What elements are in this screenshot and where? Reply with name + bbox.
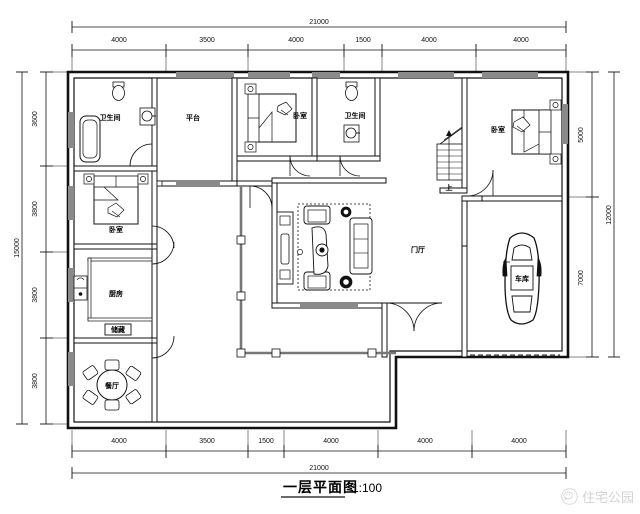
dim-left-seg-4: 3800 [32,373,39,389]
room-label-bedroom-w: 卧室 [109,225,123,234]
dim-left-seg-2: 3800 [32,201,39,217]
glass-partition [236,186,396,358]
stair-direction-label: 上 [446,183,453,192]
room-label-entry-hall: 门厅 [411,245,425,254]
door-kitchen [151,241,175,265]
room-label-bathroom-nw: 卫生间 [100,113,121,122]
bed-furniture-n [244,83,297,153]
room-kitchen: 厨房 储藏 [73,241,175,344]
room-platform: 平台 [156,77,238,187]
bed-furniture-ne [511,99,562,165]
room-label-platform: 平台 [186,113,200,122]
dim-right-seg-2: 7000 [578,270,585,286]
dim-top-seg-1: 4000 [111,37,127,44]
room-label-pantry: 储藏 [110,325,125,334]
washbasin-fixture [139,107,156,126]
dimension-chain-right: 5000 7000 12000 [568,71,620,358]
room-dining: 餐厅 [82,335,175,423]
watermark-label: 住宅公园 [581,491,634,506]
dim-bottom-seg-5: 4000 [417,438,433,445]
building-outline [66,70,570,430]
wechat-icon [561,488,578,505]
exterior-windows [68,72,568,386]
toilet-fixture-n [345,81,358,101]
dim-left-seg-1: 3600 [32,111,39,127]
washbasin-fixture-n [343,124,360,143]
dim-right-total: 12000 [606,205,613,225]
room-label-bedroom-ne: 卧室 [491,125,505,134]
pantry-label-box: 储藏 [104,323,132,336]
dim-left-seg-3: 3800 [32,287,39,303]
dim-right-seg-1: 5000 [578,127,585,143]
watermark: 住宅公园 [561,487,634,506]
dim-bottom-seg-2: 3500 [199,438,215,445]
room-label-bathroom-n: 卫生间 [345,111,366,120]
stair-treads [436,126,463,181]
bed-furniture-w [83,173,149,225]
door-bathroom-nw [129,143,153,167]
door-bedroom-ne [466,169,494,197]
double-door-hall [385,302,443,332]
door-bedroom-n [289,155,311,177]
dimension-chain-bottom: 4000 3500 1500 4000 4000 4000 21000 [71,430,567,479]
staircase: 上 [436,77,468,194]
dim-top-seg-3: 4000 [288,37,304,44]
kitchen-counter [73,275,88,301]
dim-top-seg-2: 3500 [199,37,215,44]
room-bathroom-nw: 卫生间 [73,77,158,172]
room-bedroom-ne: 卧室 [461,99,563,202]
dining-table-set [82,359,142,411]
room-label-garage: 车库 [515,274,529,283]
room-label-dining: 餐厅 [104,381,119,390]
dim-bottom-seg-1: 4000 [111,438,127,445]
drawing-scale: 1:100 [352,481,382,495]
dim-left-total: 15000 [14,238,21,258]
drawing-title: 一层平面图 [283,480,358,496]
dim-bottom-seg-3: 1500 [258,438,274,445]
door-living [249,185,273,209]
dim-bottom-total: 21000 [309,465,329,472]
room-bedroom-w: 卧室 [73,170,175,250]
room-entry-hall: 门厅 [156,177,443,358]
dim-top-total: 21000 [309,19,329,26]
tv-cabinet-furniture [276,211,294,285]
room-bedroom-n: 卧室 [236,77,318,177]
dim-bottom-seg-6: 4000 [511,438,527,445]
drawing-title-block: 一层平面图 1:100 [281,480,382,498]
door-bathroom-n [339,155,361,177]
dim-top-seg-5: 4000 [421,37,437,44]
dim-top-seg-4: 1500 [355,37,371,44]
room-bathroom-n: 卫生间 [316,77,381,177]
toilet-fixture [112,81,125,101]
room-garage: 车库 [461,200,560,358]
dim-bottom-seg-4: 4000 [323,438,339,445]
bathtub-fixture [79,115,101,163]
room-label-bedroom-n: 卧室 [293,111,307,120]
door-dining [151,335,175,359]
dimension-chain-left: 15000 3600 3800 3800 3800 [14,71,68,425]
dim-top-seg-6: 4000 [513,37,529,44]
dimension-chain-top: 21000 4000 3500 4000 1500 4000 4000 [71,19,567,72]
sofa-set-furniture [297,203,373,291]
car-symbol [502,232,542,325]
room-label-kitchen: 厨房 [109,289,123,298]
